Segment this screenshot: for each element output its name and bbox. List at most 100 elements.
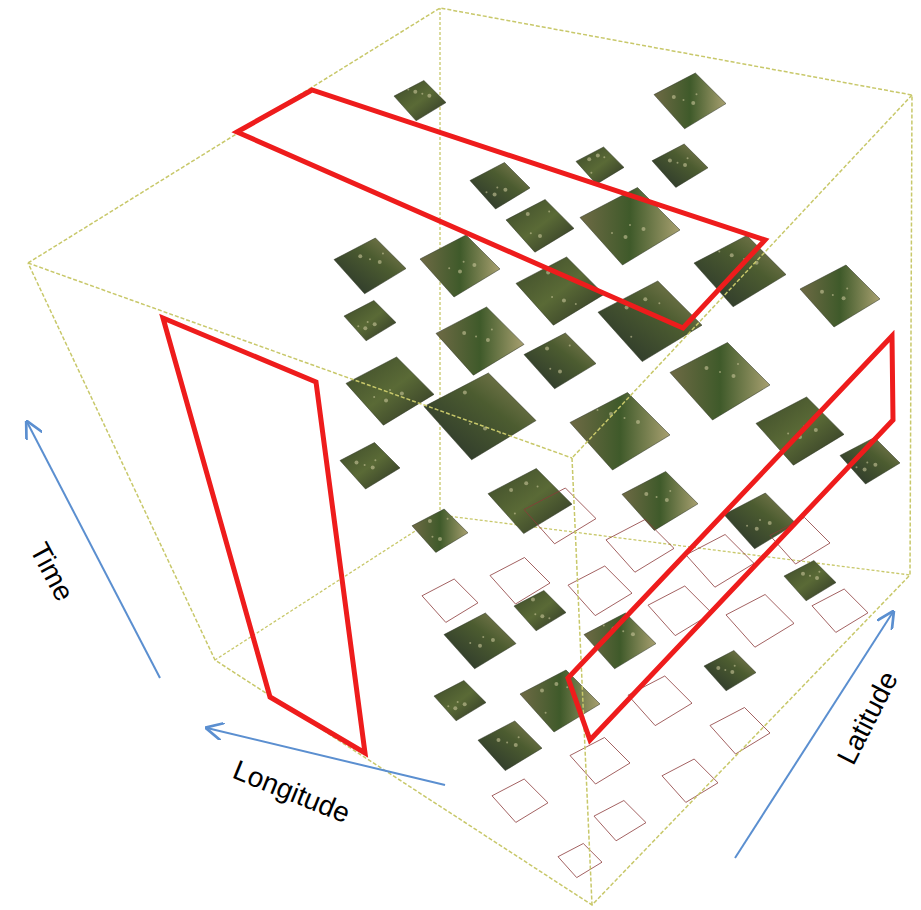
tile-texture [548,210,550,212]
tile-texture [683,163,687,167]
tile-texture [503,188,507,192]
tile-texture [695,93,697,95]
tile-texture [554,682,558,686]
tile-texture [856,466,858,468]
tile-texture [472,263,476,267]
image-tile [424,373,536,460]
tile-texture [622,630,624,632]
tile-texture [463,702,467,706]
tile-texture [668,159,672,163]
tile-footprint [558,844,602,878]
image-tile [622,472,698,531]
image-tile [654,73,726,129]
tile-texture [486,191,488,193]
image-tile [340,443,400,490]
tile-texture [540,688,544,692]
tile-texture [558,370,562,374]
tile-texture [538,234,542,238]
tile-texture [478,644,482,648]
tile-texture [518,736,520,738]
tile-texture [457,701,459,703]
tile-footprint [648,586,712,636]
tile-texture [469,423,471,425]
image-tile [580,188,680,266]
tile-texture [746,525,748,527]
tile-texture [676,162,678,164]
tile-texture [458,269,462,273]
image-tile [506,200,574,253]
tile-texture [587,157,591,161]
tile-texture [382,252,384,254]
tile-texture [413,90,417,94]
tile-footprint [606,520,674,573]
image-tile [334,238,406,294]
tile-texture [596,153,600,157]
tile-texture [369,258,371,260]
tile-texture [407,89,409,91]
image-tile [514,591,566,631]
tile-footprint [812,589,868,632]
tile-texture [842,296,846,300]
tile-footprint [628,676,692,726]
image-tile [444,613,516,669]
slice-outlines [163,90,893,753]
tile-texture [548,617,550,619]
tile-texture [603,625,605,627]
tile-texture [421,93,423,95]
tile-texture [551,296,553,298]
tile-texture [832,294,834,296]
tile-texture [549,368,551,370]
tile-texture [818,571,820,573]
image-tile [524,333,596,389]
tile-texture [493,193,497,197]
tile-texture [815,576,819,580]
tile-texture [400,392,404,396]
tile-texture [524,481,528,485]
tile-texture [463,261,465,263]
tile-texture [718,251,720,253]
tile-texture [384,399,388,403]
tile-texture [363,326,367,330]
image-tile [516,257,604,325]
tile-texture [514,743,518,747]
tile-texture [389,389,391,391]
tile-texture [491,638,495,642]
tile-texture [873,463,877,467]
tile-texture [730,253,734,257]
image-tile [394,81,446,121]
tile-texture [656,496,658,498]
tile-texture [378,260,382,264]
axis-arrows [27,422,893,858]
tile-texture [624,235,628,239]
tile-texture [537,486,539,488]
tile-texture [787,433,789,435]
tile-texture [755,527,759,531]
tile-texture [545,712,547,714]
tile-texture [448,267,450,269]
tile-footprint [524,488,596,544]
cube-hidden-edges [215,8,910,660]
axis-label: Longitude [230,756,355,828]
image-tile [694,236,786,307]
tile-texture [809,575,811,577]
tile-texture [644,492,648,496]
tile-texture [597,409,599,411]
tile-texture [531,598,535,602]
tile-texture [846,288,848,290]
tile-texture [759,519,761,521]
image-tile [570,393,670,471]
tile-texture [603,156,605,158]
tile-texture [683,99,685,101]
tile-texture [658,302,660,304]
tile-texture [364,464,366,466]
tile-texture [629,224,631,226]
image-tile [344,301,396,341]
tile-texture [732,374,736,378]
tile-texture [491,328,493,330]
tile-texture [462,331,466,335]
tile-footprint [594,801,646,841]
tile-footprint [490,558,550,605]
tile-texture [643,297,647,301]
tile-texture [672,95,676,99]
